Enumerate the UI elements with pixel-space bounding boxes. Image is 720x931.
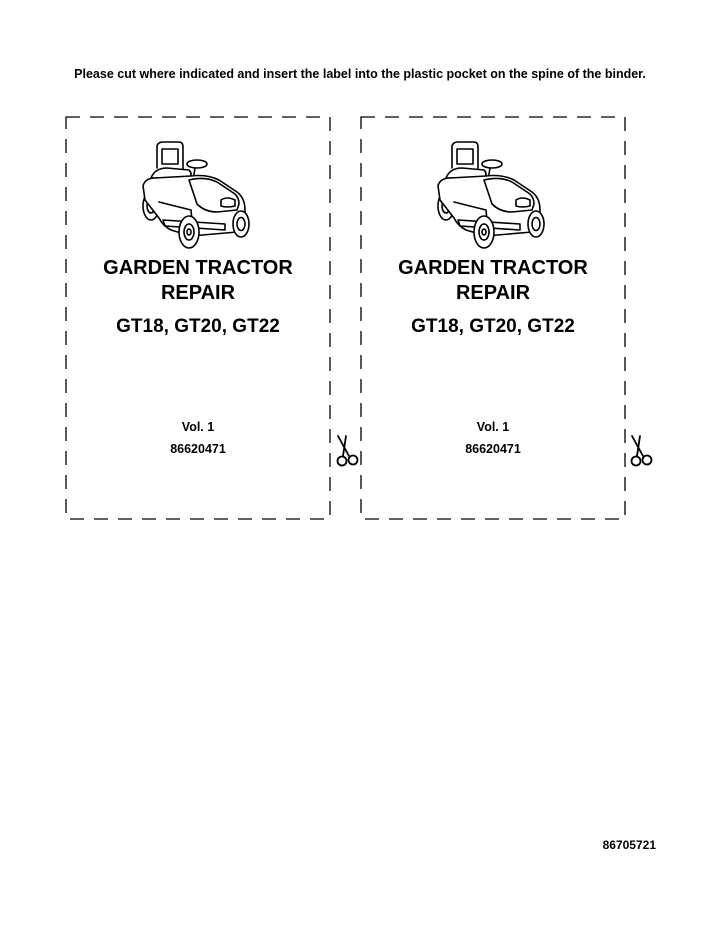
scissors-icon [630, 435, 653, 467]
cut-line-border [360, 116, 626, 520]
cut-instruction: Please cut where indicated and insert th… [74, 67, 646, 81]
title-line-1: GARDEN TRACTOR [398, 257, 588, 279]
model-numbers: GT18, GT20, GT22 [116, 316, 280, 337]
label-title: GARDEN TRACTOR REPAIR [360, 256, 626, 306]
volume-label: Vol. 1 [181, 420, 215, 434]
part-number: 86620471 [170, 442, 226, 456]
volume-label: Vol. 1 [476, 420, 510, 434]
label-title: GARDEN TRACTOR REPAIR [65, 256, 331, 306]
garden-tractor-illustration [437, 141, 545, 249]
title-line-1: GARDEN TRACTOR [103, 257, 293, 279]
garden-tractor-illustration [142, 141, 250, 249]
cut-line-border [65, 116, 331, 520]
scissors-icon [336, 435, 359, 467]
document-number: 86705721 [602, 838, 656, 852]
part-number: 86620471 [465, 442, 521, 456]
title-line-2: REPAIR [455, 282, 531, 304]
title-line-2: REPAIR [160, 282, 236, 304]
spine-label-left: GARDEN TRACTOR REPAIR GT18, GT20, GT22 V… [65, 116, 331, 520]
spine-label-right: GARDEN TRACTOR REPAIR GT18, GT20, GT22 V… [360, 116, 626, 520]
model-numbers: GT18, GT20, GT22 [411, 316, 575, 337]
